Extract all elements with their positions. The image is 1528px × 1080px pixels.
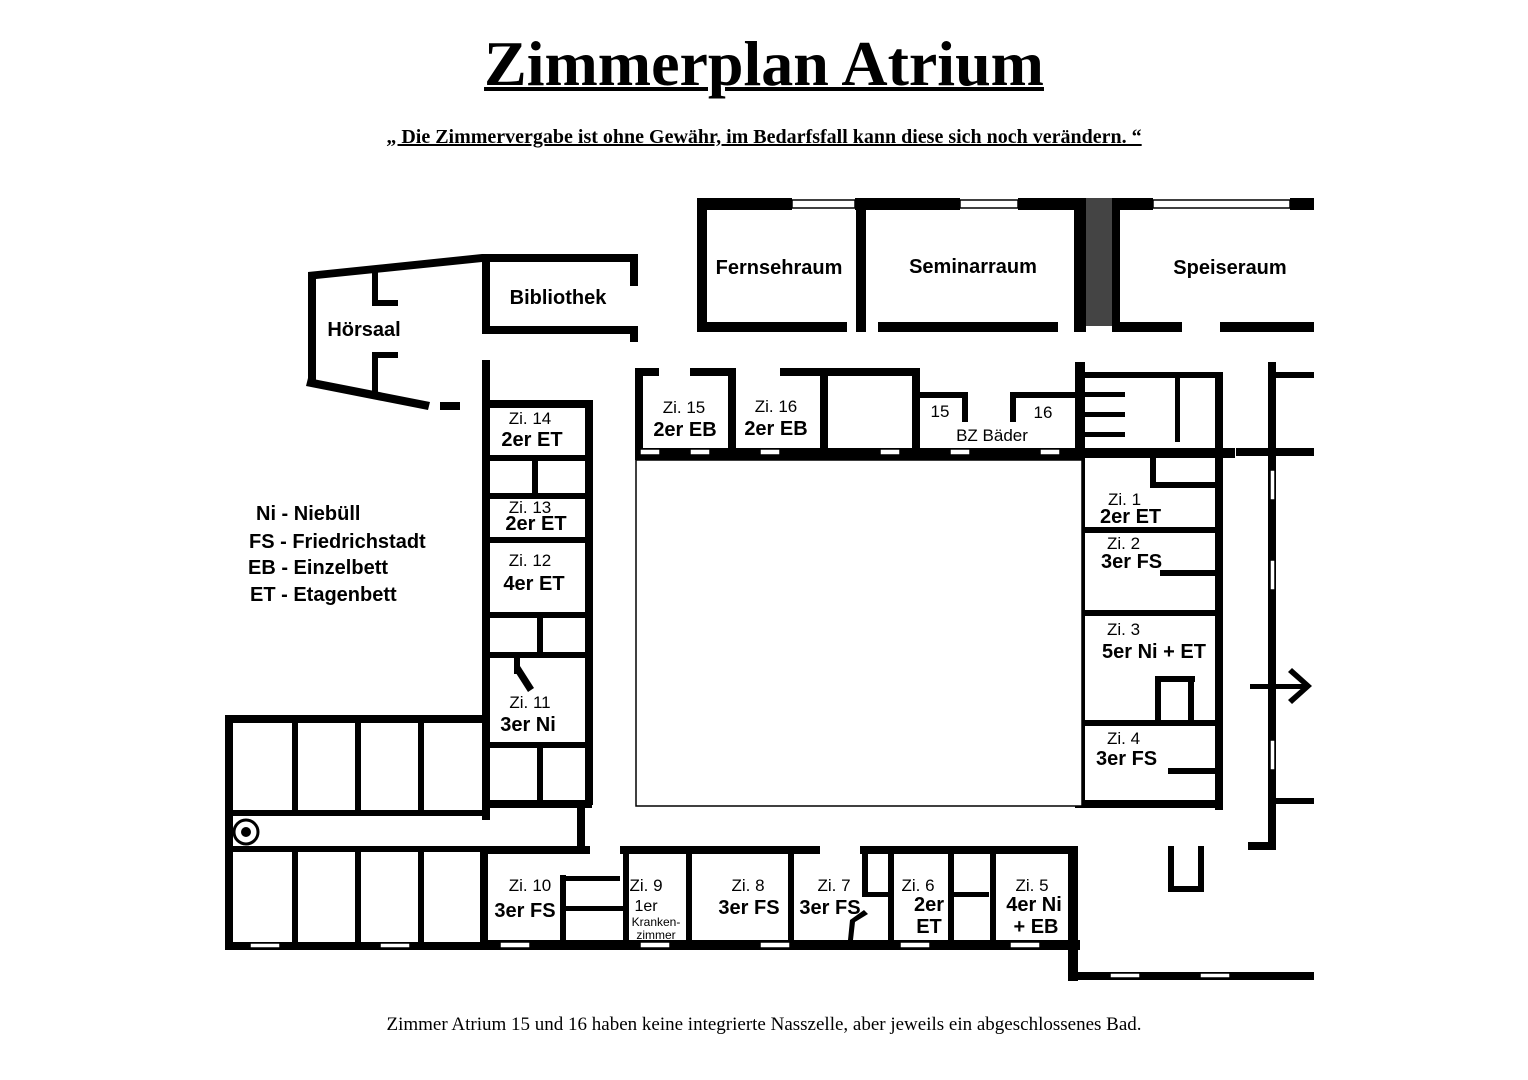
area-bz-baeder: BZ Bäder bbox=[956, 426, 1028, 445]
room-occupancy: 3er FS bbox=[718, 897, 779, 919]
room-zi3: Zi. 3 5er Ni + ET bbox=[1102, 620, 1206, 663]
room-occupancy: + EB bbox=[1013, 916, 1058, 938]
legend-item: Ni - Niebüll bbox=[256, 503, 360, 525]
room-occupancy: ET bbox=[916, 916, 942, 938]
room-zi2: Zi. 2 3er FS bbox=[1101, 534, 1162, 573]
disclaimer-subtitle: „ Die Zimmervergabe ist ohne Gewähr, im … bbox=[386, 126, 1142, 148]
windows bbox=[249, 199, 1291, 979]
room-number: Zi. 3 bbox=[1107, 620, 1140, 639]
area-labels: Hörsaal Bibliothek Fernsehraum Seminarra… bbox=[327, 256, 1286, 445]
room-number: Zi. 5 bbox=[1015, 876, 1048, 895]
room-number: Zi. 4 bbox=[1107, 729, 1140, 748]
room-occupancy: 2er EB bbox=[744, 418, 807, 440]
room-occupancy: 3er FS bbox=[1101, 551, 1162, 573]
area-seminarraum: Seminarraum bbox=[909, 256, 1037, 278]
room-occupancy: 5er Ni + ET bbox=[1102, 641, 1206, 663]
room-occupancy: 2er bbox=[914, 894, 944, 916]
room-note: Kranken- bbox=[632, 915, 681, 929]
room-number: Zi. 2 bbox=[1107, 534, 1140, 553]
room-zi9: Zi. 9 1er Kranken- zimmer bbox=[629, 876, 680, 942]
room-occupancy: 3er FS bbox=[799, 897, 860, 919]
room-zi13: Zi. 13 2er ET bbox=[505, 498, 566, 535]
room-number: Zi. 6 bbox=[901, 876, 934, 895]
room-number: Zi. 12 bbox=[509, 551, 552, 570]
room-occupancy: 1er bbox=[634, 898, 658, 915]
room-occupancy: 3er Ni bbox=[500, 714, 556, 736]
room-zi5: Zi. 5 4er Ni + EB bbox=[1006, 876, 1062, 938]
room-note: zimmer bbox=[636, 928, 675, 942]
bath-15-label: 15 bbox=[931, 402, 950, 421]
area-speiseraum: Speiseraum bbox=[1173, 257, 1286, 279]
room-zi11: Zi. 11 3er Ni bbox=[500, 693, 556, 736]
area-fernsehraum: Fernsehraum bbox=[716, 257, 843, 279]
room-occupancy: 3er FS bbox=[494, 900, 555, 922]
room-zi16: Zi. 16 2er EB bbox=[744, 397, 807, 440]
room-occupancy: 4er Ni bbox=[1006, 894, 1062, 916]
room-number: Zi. 10 bbox=[509, 876, 552, 895]
room-labels: Zi. 14 2er ET Zi. 13 2er ET Zi. 12 4er E… bbox=[494, 397, 1206, 942]
room-zi1: Zi. 1 2er ET bbox=[1100, 490, 1161, 528]
room-occupancy: 2er EB bbox=[653, 419, 716, 441]
room-occupancy: 4er ET bbox=[503, 573, 564, 595]
room-number: Zi. 14 bbox=[509, 409, 552, 428]
room-zi8: Zi. 8 3er FS bbox=[718, 876, 779, 919]
room-occupancy: 3er FS bbox=[1096, 748, 1157, 770]
footer-note: Zimmer Atrium 15 und 16 haben keine inte… bbox=[386, 1014, 1142, 1035]
room-number: Zi. 7 bbox=[817, 876, 850, 895]
legend-item: FS - Friedrichstadt bbox=[249, 531, 426, 553]
room-zi6: Zi. 6 2er ET bbox=[901, 876, 944, 938]
room-number: Zi. 16 bbox=[755, 397, 798, 416]
atrium-courtyard bbox=[635, 459, 1083, 807]
room-number: Zi. 1 bbox=[1108, 490, 1141, 509]
room-occupancy: 2er ET bbox=[1100, 506, 1161, 528]
room-number: Zi. 13 bbox=[509, 498, 552, 517]
room-zi4: Zi. 4 3er FS bbox=[1096, 729, 1157, 770]
room-zi14: Zi. 14 2er ET bbox=[501, 409, 562, 451]
bath-16-label: 16 bbox=[1034, 403, 1053, 422]
room-number: Zi. 8 bbox=[731, 876, 764, 895]
legend-item: EB - Einzelbett bbox=[248, 557, 388, 579]
legend: Ni - Niebüll FS - Friedrichstadt EB - Ei… bbox=[248, 503, 426, 606]
legend-item: ET - Etagenbett bbox=[250, 584, 397, 606]
room-occupancy: 2er ET bbox=[505, 513, 566, 535]
room-number: Zi. 15 bbox=[663, 398, 706, 417]
room-number: Zi. 9 bbox=[629, 876, 662, 895]
room-zi10: Zi. 10 3er FS bbox=[494, 876, 555, 922]
room-zi15: Zi. 15 2er EB bbox=[653, 398, 716, 441]
staircase-block bbox=[1086, 198, 1112, 326]
room-number: Zi. 11 bbox=[509, 693, 550, 712]
exit-arrow-icon bbox=[1250, 668, 1312, 704]
area-bibliothek: Bibliothek bbox=[510, 287, 608, 309]
room-occupancy: 2er ET bbox=[501, 429, 562, 451]
page-title: Zimmerplan Atrium bbox=[484, 28, 1044, 99]
area-hoersaal: Hörsaal bbox=[327, 319, 400, 341]
room-zi7: Zi. 7 3er FS bbox=[799, 876, 860, 919]
room-zi12: Zi. 12 4er ET bbox=[503, 551, 564, 595]
